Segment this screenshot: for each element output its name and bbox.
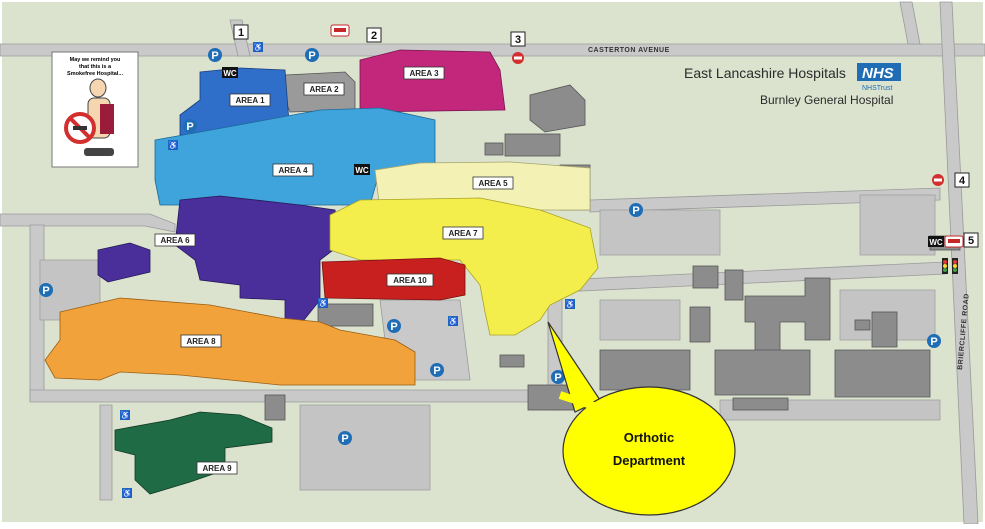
svg-text:AREA 2: AREA 2 xyxy=(309,85,339,94)
street-casterton-avenue: CASTERTON AVENUE xyxy=(588,47,670,54)
disabled-access-icon: ♿ xyxy=(565,299,575,309)
svg-text:AREA 3: AREA 3 xyxy=(409,69,439,78)
svg-text:P: P xyxy=(433,365,440,377)
parking-icon: P xyxy=(430,363,444,377)
svg-text:P: P xyxy=(554,372,561,384)
svg-text:AREA 10: AREA 10 xyxy=(393,276,427,285)
nhs-logo: NHS xyxy=(862,65,894,82)
area-label-7: AREA 7 xyxy=(442,226,484,240)
bus-stop-icon xyxy=(944,235,964,248)
no-entry-icon xyxy=(512,52,524,64)
disabled-access-icon: ♿ xyxy=(318,298,328,308)
svg-text:WC: WC xyxy=(355,166,369,175)
area-6-annex[interactable] xyxy=(97,242,151,283)
svg-text:WC: WC xyxy=(929,238,943,247)
area-label-10: AREA 10 xyxy=(386,273,434,287)
svg-text:♿: ♿ xyxy=(318,298,328,308)
toilet-icon: WC xyxy=(928,236,944,247)
area-label-3: AREA 3 xyxy=(403,66,445,80)
area-label-2: AREA 2 xyxy=(303,82,345,96)
traffic-light-icon xyxy=(942,258,948,274)
smokefree-sign: May we remind you that this is a Smokefr… xyxy=(51,51,139,168)
bus-stop-icon xyxy=(330,24,350,37)
svg-text:AREA 8: AREA 8 xyxy=(186,337,216,346)
svg-text:AREA 6: AREA 6 xyxy=(160,236,190,245)
parking-icon: P xyxy=(183,119,197,133)
disabled-access-icon: ♿ xyxy=(122,488,132,498)
area-9-building[interactable] xyxy=(114,411,273,495)
area-3-building[interactable] xyxy=(359,49,506,113)
svg-text:AREA 1: AREA 1 xyxy=(235,96,265,105)
area-label-8: AREA 8 xyxy=(180,334,222,348)
svg-text:P: P xyxy=(186,121,193,133)
svg-text:AREA 5: AREA 5 xyxy=(478,179,508,188)
entrance-4: 4 xyxy=(954,172,970,188)
callout-line-2: Department xyxy=(613,453,686,468)
svg-text:AREA 7: AREA 7 xyxy=(448,229,478,238)
parking-icon: P xyxy=(551,370,565,384)
svg-text:P: P xyxy=(211,50,218,62)
disabled-access-icon: ♿ xyxy=(253,42,263,52)
area-label-4: AREA 4 xyxy=(272,163,314,177)
no-smoking-icon xyxy=(64,78,114,156)
parking-icon: P xyxy=(927,334,941,348)
svg-text:4: 4 xyxy=(959,175,966,187)
svg-text:P: P xyxy=(930,336,937,348)
orthotic-department-callout[interactable]: Orthotic Department xyxy=(547,321,736,516)
area-label-5: AREA 5 xyxy=(472,176,514,190)
area-label-9: AREA 9 xyxy=(196,461,238,475)
parking-icon: P xyxy=(629,203,643,217)
parking-icon: P xyxy=(39,283,53,297)
toilet-icon: WC xyxy=(222,67,238,78)
svg-text:3: 3 xyxy=(515,34,521,46)
svg-text:1: 1 xyxy=(238,27,244,39)
traffic-light-icon xyxy=(952,258,958,274)
disabled-access-icon: ♿ xyxy=(120,410,130,420)
nhs-trust-sub: NHSTrust xyxy=(862,85,893,92)
callout-line-1: Orthotic xyxy=(624,430,675,445)
callout-bubble xyxy=(562,386,736,516)
parking-icon: P xyxy=(387,319,401,333)
svg-text:AREA 9: AREA 9 xyxy=(202,464,232,473)
svg-text:♿: ♿ xyxy=(448,316,458,326)
no-entry-icon xyxy=(932,174,944,186)
hospital-header: East Lancashire Hospitals NHS NHSTrust B… xyxy=(684,63,901,107)
area-8-building[interactable] xyxy=(44,297,416,386)
entrance-3: 3 xyxy=(510,31,526,47)
smoke-line-1: May we remind you xyxy=(70,57,121,63)
disabled-access-icon: ♿ xyxy=(168,140,178,150)
svg-text:P: P xyxy=(390,321,397,333)
svg-text:2: 2 xyxy=(371,30,377,42)
smoke-line-3: Smokefree Hospital... xyxy=(67,71,123,77)
entrance-5: 5 xyxy=(963,232,979,248)
parking-icon: P xyxy=(338,431,352,445)
casterton-avenue-road xyxy=(0,43,985,57)
svg-text:AREA 4: AREA 4 xyxy=(278,166,308,175)
svg-text:♿: ♿ xyxy=(120,410,130,420)
entrance-2: 2 xyxy=(366,27,382,43)
svg-text:P: P xyxy=(632,205,639,217)
smoke-line-2: that this is a xyxy=(79,64,112,70)
nhs-logo-box xyxy=(857,63,901,81)
area-label-6: AREA 6 xyxy=(154,233,196,247)
svg-text:P: P xyxy=(308,50,315,62)
svg-text:♿: ♿ xyxy=(122,488,132,498)
area-label-1: AREA 1 xyxy=(229,93,271,107)
parking-icon: P xyxy=(208,48,222,62)
disabled-access-icon: ♿ xyxy=(448,316,458,326)
svg-text:♿: ♿ xyxy=(168,140,178,150)
svg-text:P: P xyxy=(42,285,49,297)
entrance-1: 1 xyxy=(233,24,249,40)
parking-icon: P xyxy=(305,48,319,62)
svg-text:♿: ♿ xyxy=(253,42,263,52)
svg-text:5: 5 xyxy=(968,235,974,247)
svg-text:P: P xyxy=(341,433,348,445)
trust-name: East Lancashire Hospitals xyxy=(684,65,846,81)
svg-text:WC: WC xyxy=(223,69,237,78)
toilet-icon: WC xyxy=(354,164,370,175)
hospital-name: Burnley General Hospital xyxy=(760,93,893,107)
svg-text:♿: ♿ xyxy=(565,299,575,309)
